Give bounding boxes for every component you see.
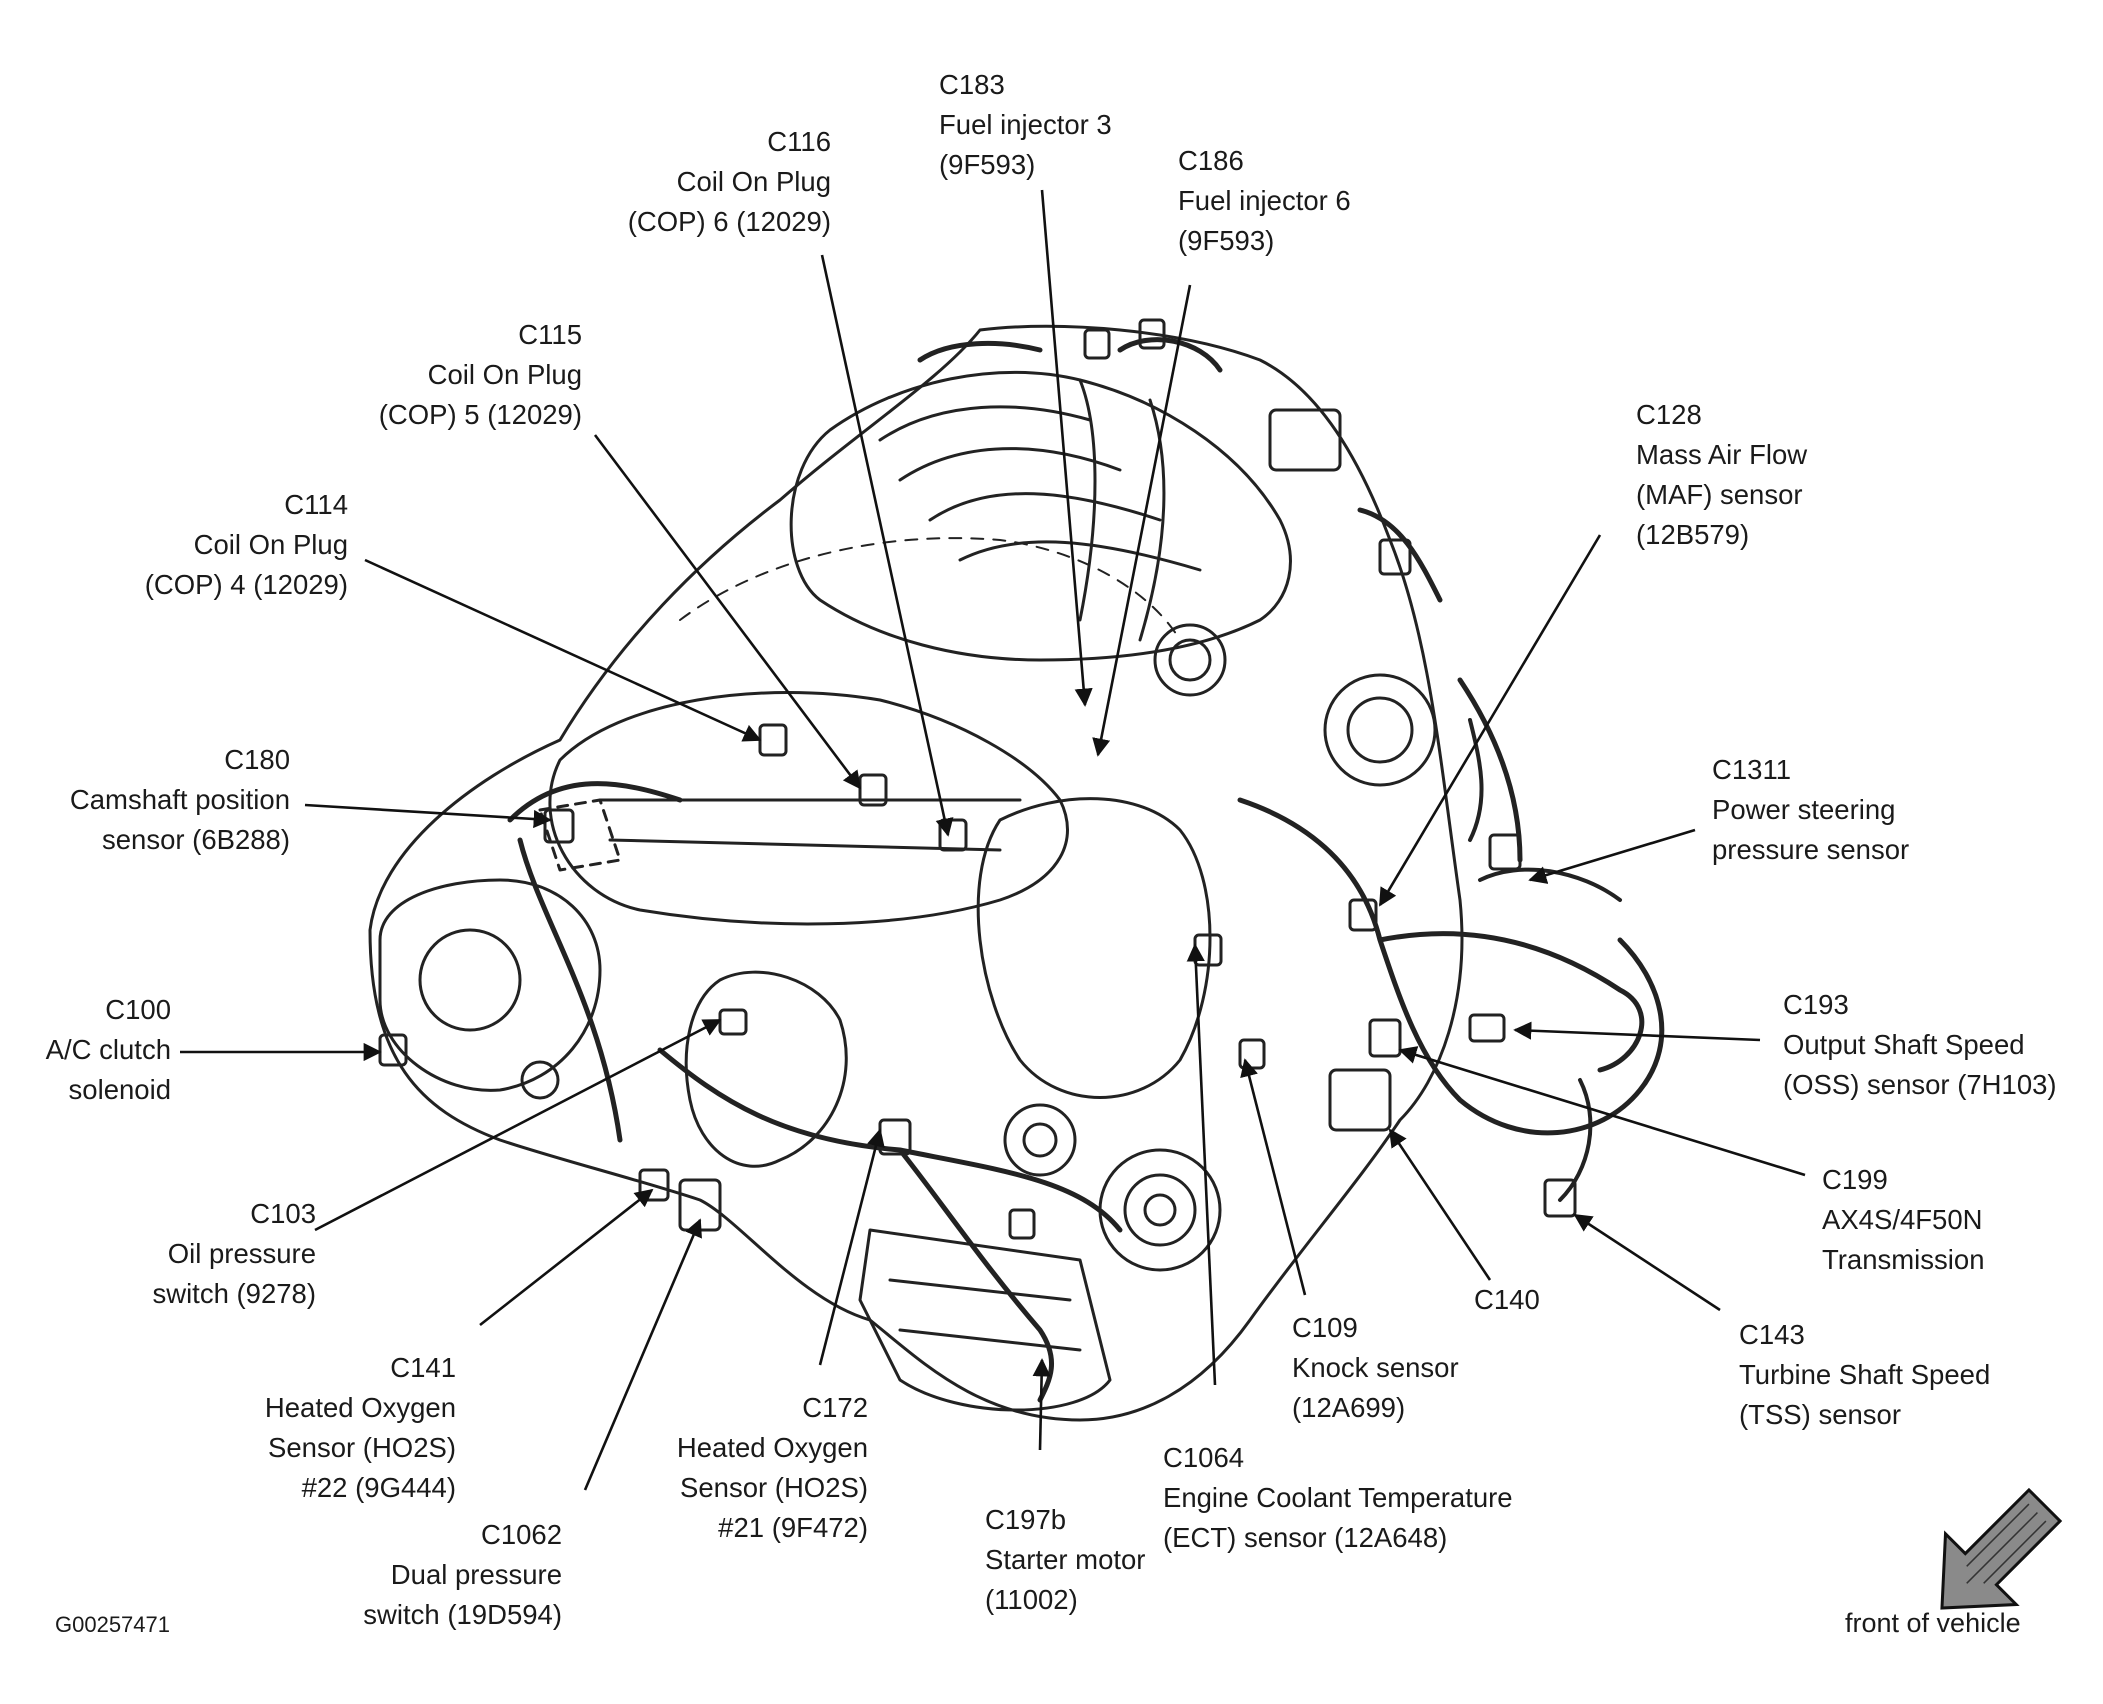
- figure-code: G00257471: [55, 1612, 170, 1637]
- crank-pulley: [1098, 1148, 1222, 1272]
- callout-c186: C186 Fuel injector 6 (9F593): [1178, 141, 1351, 261]
- callout-c143: C143 Turbine Shaft Speed (TSS) sensor: [1739, 1315, 1990, 1435]
- connector-id: C100: [105, 994, 171, 1025]
- component-name-2: Sensor (HO2S): [680, 1472, 868, 1503]
- connector-id: C114: [284, 489, 348, 520]
- component-name: Heated Oxygen: [676, 1432, 868, 1463]
- component-name: Power steering: [1712, 794, 1896, 825]
- component-name: AX4S/4F50N: [1822, 1204, 1983, 1235]
- component-name: Fuel injector 3: [939, 109, 1112, 140]
- component-name: Oil pressure: [167, 1238, 316, 1269]
- callout-c180: C180 Camshaft position sensor (6B288): [70, 740, 290, 860]
- callout-c1062: C1062 Dual pressure switch (19D594): [363, 1515, 562, 1635]
- part-number: (ECT) sensor (12A648): [1163, 1522, 1448, 1553]
- connector-id: C1062: [480, 1519, 562, 1550]
- component-name: Coil On Plug: [676, 166, 831, 197]
- part-number: #21 (9F472): [718, 1512, 868, 1543]
- throttle-body: [1323, 673, 1437, 787]
- component-name: Coil On Plug: [427, 359, 582, 390]
- part-number: (12B579): [1636, 519, 1750, 550]
- connector-id: C180: [224, 744, 290, 775]
- connector-id: C140: [1474, 1284, 1540, 1315]
- component-name-2: pressure sensor: [1712, 834, 1910, 865]
- part-number: (COP) 4 (12029): [144, 569, 348, 600]
- connector-id: C199: [1822, 1164, 1888, 1195]
- part-number: switch (9278): [152, 1278, 316, 1309]
- component-name: Mass Air Flow: [1636, 439, 1808, 470]
- valve-cover: [548, 691, 1069, 926]
- callout-c103: C103 Oil pressure switch (9278): [152, 1194, 316, 1314]
- part-number: switch (19D594): [363, 1599, 562, 1630]
- component-name: A/C clutch: [45, 1034, 171, 1065]
- callout-c100: C100 A/C clutch solenoid: [46, 990, 171, 1110]
- connector-id: C172: [802, 1392, 868, 1423]
- callout-c1311: C1311 Power steering pressure sensor: [1712, 750, 1909, 870]
- wiring-harness: [507, 781, 1123, 1403]
- connector-id: C186: [1178, 145, 1244, 176]
- connector-id: C115: [518, 319, 582, 350]
- callout-c199: C199 AX4S/4F50N Transmission: [1822, 1160, 1985, 1280]
- component-name-2: Transmission: [1822, 1244, 1985, 1275]
- connector-id: C193: [1783, 989, 1849, 1020]
- callout-c197b: C197b Starter motor (11002): [985, 1500, 1145, 1620]
- component-name: Output Shaft Speed: [1783, 1029, 2025, 1060]
- callout-c141: C141 Heated Oxygen Sensor (HO2S) #22 (9G…: [265, 1348, 456, 1508]
- component-name: Engine Coolant Temperature: [1163, 1482, 1513, 1513]
- callout-c183: C183 Fuel injector 3 (9F593): [939, 65, 1112, 185]
- callout-c128: C128 Mass Air Flow (MAF) sensor (12B579): [1636, 395, 1807, 555]
- connector-id: C141: [390, 1352, 456, 1383]
- intake-manifold: [789, 370, 1292, 662]
- part-number: sensor (6B288): [101, 824, 290, 855]
- connector-id: C197b: [985, 1504, 1067, 1535]
- part-number: (COP) 5 (12029): [378, 399, 582, 430]
- part-number: (OSS) sensor (7H103): [1783, 1069, 2057, 1100]
- ac-compressor: [378, 878, 602, 1092]
- callout-c115: C115 Coil On Plug (COP) 5 (12029): [379, 315, 582, 435]
- connector-id: C109: [1292, 1312, 1358, 1343]
- callout-c1064: C1064 Engine Coolant Temperature (ECT) s…: [1163, 1438, 1513, 1558]
- component-name-2: solenoid: [68, 1074, 171, 1105]
- component-name: Fuel injector 6: [1178, 185, 1351, 216]
- component-name: Coil On Plug: [193, 529, 348, 560]
- component-name: Knock sensor: [1292, 1352, 1459, 1383]
- leader-lines: [180, 189, 1806, 1491]
- engine-outline: [368, 324, 1464, 1422]
- part-number: (11002): [985, 1584, 1078, 1615]
- front-of-vehicle-label: front of vehicle: [1845, 1608, 2021, 1638]
- callout-c140: C140: [1474, 1280, 1540, 1320]
- connector-id: C128: [1636, 399, 1702, 430]
- component-name-2: (TSS) sensor: [1739, 1399, 1901, 1430]
- component-name: Starter motor: [985, 1544, 1146, 1575]
- part-number: (12A699): [1292, 1392, 1406, 1423]
- wiring-harness-right: [1237, 797, 1665, 1136]
- component-name-2: Sensor (HO2S): [268, 1432, 456, 1463]
- exhaust-manifold: [684, 970, 848, 1168]
- callout-c116: C116 Coil On Plug (COP) 6 (12029): [628, 122, 831, 242]
- part-number: (9F593): [1178, 225, 1275, 256]
- connector-id: C103: [250, 1198, 316, 1229]
- connector-id: C143: [1739, 1319, 1805, 1350]
- connector-id: C116: [767, 126, 831, 157]
- component-name: Turbine Shaft Speed: [1739, 1359, 1991, 1390]
- callout-c109: C109 Knock sensor (12A699): [1292, 1308, 1459, 1428]
- oil-pan: [858, 1228, 1112, 1412]
- connector-id: C183: [939, 69, 1005, 100]
- component-name: Dual pressure: [390, 1559, 562, 1590]
- callout-c172: C172 Heated Oxygen Sensor (HO2S) #21 (9F…: [677, 1388, 868, 1548]
- part-number: (9F593): [939, 149, 1036, 180]
- component-name: Camshaft position: [69, 784, 290, 815]
- callout-c193: C193 Output Shaft Speed (OSS) sensor (7H…: [1783, 985, 2057, 1105]
- connector-id: C1064: [1163, 1442, 1245, 1473]
- component-name: Heated Oxygen: [264, 1392, 456, 1423]
- component-name-2: (MAF) sensor: [1636, 479, 1803, 510]
- timing-cover: [976, 797, 1212, 1099]
- part-number: (COP) 6 (12029): [627, 206, 831, 237]
- connector-id: C1311: [1712, 754, 1791, 785]
- front-arrow-icon: [1940, 1487, 2063, 1610]
- part-number: #22 (9G444): [301, 1472, 456, 1503]
- callout-c114: C114 Coil On Plug (COP) 4 (12029): [145, 485, 348, 605]
